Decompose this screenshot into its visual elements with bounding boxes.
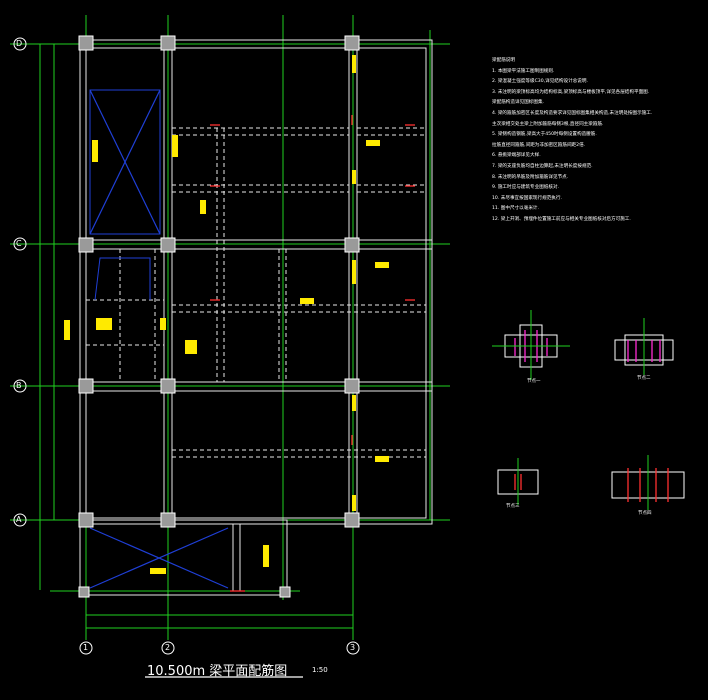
note-line: 8. 未注明的吊筋及附加箍筋详见节点. [492, 174, 569, 180]
rebar-annotations [64, 55, 389, 574]
note-line: 梁配筋构造详见国标图集. [492, 100, 544, 106]
detail-2 [614, 318, 674, 375]
detail-1-label: 节点一 [527, 379, 541, 384]
detail-2-label: 节点二 [637, 376, 651, 381]
axis-label-d: D [16, 39, 23, 48]
detail-4-label: 节点四 [638, 511, 652, 516]
note-line: 10. 未尽事宜按国家现行规范执行. [492, 195, 562, 201]
note-line: 3. 未注明的梁顶标高均为结构标高,梁顶标高与楼板顶平,详见各层结构平面图. [492, 89, 650, 95]
note-line: 2. 梁混凝土强度等级C30,详见结构设计总说明. [492, 79, 588, 85]
detail-3-label: 节点三 [506, 504, 520, 509]
grid-lines [10, 15, 450, 640]
note-line: 4. 梁的箍筋加密区长度及构造要求详见国标图集相关构造,未注明处按图示施工. [492, 110, 653, 116]
axis-label-b: B [16, 381, 22, 390]
note-line: 5. 梁侧构造钢筋,梁高大于450时每侧设置构造腰筋. [492, 132, 597, 138]
axis-label-a: A [16, 515, 22, 524]
detail-4 [611, 455, 685, 510]
beams [79, 39, 433, 596]
note-line: 6. 悬挑梁端部详见大样. [492, 153, 541, 159]
detail-3 [497, 458, 539, 505]
notes-heading: 梁配筋说明 [492, 58, 515, 63]
axis-label-3: 3 [350, 643, 356, 652]
note-line: 11. 图中尺寸以毫米计. [492, 206, 539, 212]
note-line: 9. 施工时应与建筑专业图纸核对. [492, 185, 560, 191]
axis-label-1: 1 [83, 643, 89, 652]
axis-label-c: C [16, 239, 22, 248]
note-line: 主次梁相交处主梁上附加箍筋每侧3根,直径同主梁箍筋. [492, 121, 604, 127]
note-line: 拉筋直径同箍筋,间距为非加密区箍筋间距2倍. [492, 142, 586, 148]
note-line: 7. 梁的支座负筋均自柱边算起,未注明长度按规范. [492, 163, 593, 169]
notes-lines: 1. 本图梁平法施工图制图规则. 2. 梁混凝土强度等级C30,详见结构设计总说明… [492, 67, 702, 226]
openings [89, 89, 229, 589]
axis-label-2: 2 [165, 643, 171, 652]
note-line: 12. 梁上开洞、预埋件位置施工前应与相关专业图纸核对后方可施工. [492, 216, 631, 222]
columns [78, 35, 360, 598]
rebar-hooks [210, 115, 415, 592]
axis-bubbles [13, 37, 360, 655]
note-line: 1. 本图梁平法施工图制图规则. [492, 68, 555, 74]
notes-block: 梁配筋说明 1. 本图梁平法施工图制图规则. 2. 梁混凝土强度等级C30,详见结… [492, 56, 702, 226]
detail-1 [492, 310, 570, 380]
drawing-scale: 1:50 [312, 666, 328, 674]
drawing-title: 10.500m 梁平面配筋图 [147, 664, 288, 679]
